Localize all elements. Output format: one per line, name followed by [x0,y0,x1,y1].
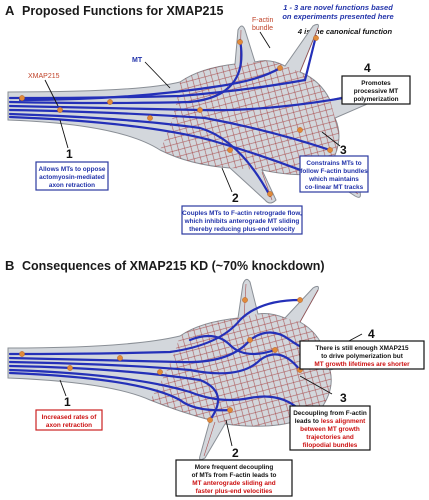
panel-a-item-1-line-1: Allows MTs to oppose [39,166,106,173]
panel-a-number-2: 2 [232,191,239,205]
panel-a-box-1 [35,161,109,191]
panel-b-number-1: 1 [64,395,71,409]
novel-functions-note-1: 1 - 3 are novel functions based [283,3,393,12]
panel-b-item-3-line-4: trajectories and [306,434,354,441]
panel-a-item-4-line-2: processive MT [354,88,398,95]
xmap215-dots-b [19,297,333,423]
panel-a-leader-3 [321,131,341,147]
panel-b-number-4: 4 [368,327,375,341]
panel-b-item-3-leads-to: leads to [295,418,319,425]
panel-a-item-1-line-3: axon retraction [49,182,95,189]
panel-b-item-3-line-1: Decoupling from F-actin [293,410,367,417]
panel-a-leader-2 [221,167,233,193]
panel-b-item-3-line-5: filopodial bundles [303,442,358,449]
panel-b-box-2 [175,459,293,497]
panel-a-item-3-line-4: co-linear MT tracks [305,184,364,191]
mt-leader [144,61,171,89]
panel-a-item-4-line-3: polymerization [353,96,398,103]
panel-b-box-4 [299,340,425,370]
panel-b-item-4-line-1: There is still enough XMAP215 [315,345,408,352]
mt-label: MT [132,57,143,64]
panel-b-number-3: 3 [340,391,347,405]
xmap215-leader [44,79,59,107]
panel-a-leader-1 [59,119,69,149]
canonical-function-note: 4 is the canonical function [297,27,393,36]
panel-b-item-1-line-2: axon retraction [46,422,92,429]
panel-b-number-2: 2 [232,446,239,460]
panel-b-item-4-line-2: to drive polymerization but [321,353,404,360]
panel-a-item-2-line-2: which inhibits anterograde MT sliding [184,218,300,225]
panel-b-item-1-line-1: Increased rates of [42,414,98,421]
panel-b-item-2-line-3: MT anterograde sliding and [192,480,276,487]
panel-b-box-1 [35,409,103,431]
panel-a-number-4: 4 [364,61,371,75]
panel-b-leader-3 [299,375,333,395]
panel-b-item-3-line-3: between MT growth [300,426,360,433]
panel-b-leader-1 [59,379,67,397]
panel-b: B Consequences of XMAP215 KD (~70% knock… [5,258,425,497]
panel-a-item-3-line-2: follow F-actin bundles [300,168,368,175]
panel-a-item-1-line-2: actomyosin-mediated [39,174,105,181]
panel-b-item-2-line-1: More frequent decoupling [195,464,274,471]
panel-a-title: Proposed Functions for XMAP215 [22,4,223,18]
panel-a-item-3-line-1: Constrains MTs to [306,160,361,167]
novel-functions-note-2: on experiments presented here [282,12,393,21]
panel-a-item-2-line-1: Couples MTs to F-actin retrograde flow, [182,210,302,217]
panel-a-item-3-line-3: which maintains [308,176,359,183]
panel-b-item-2-line-4: faster plus-end velocities [196,488,273,495]
xmap215-label: XMAP215 [28,73,60,80]
panel-b-title: Consequences of XMAP215 KD (~70% knockdo… [22,259,325,273]
panel-b-item-3-less-alignment: less alignment [321,418,366,425]
panel-b-leader-2 [225,419,233,447]
panel-a-number-1: 1 [66,147,73,161]
panel-b-item-2-line-2: of MTs from F-actin leads to [192,472,277,479]
panel-b-letter: B [5,258,14,273]
panel-a-letter: A [5,3,15,18]
panel-a-item-2-line-3: thereby reducing plus-end velocity [189,226,295,233]
panel-b-box-3 [289,405,371,451]
panel-a-box-4 [341,75,411,105]
panel-a-box-2 [181,205,303,235]
panel-a: A Proposed Functions for XMAP215 1 - 3 a… [5,3,411,235]
panel-a-number-3: 3 [340,143,347,157]
panel-a-box-3 [299,155,369,193]
panel-b-item-4-line-3: MT growth lifetimes are shorter [314,361,410,368]
microtubules-b [8,298,332,422]
factin-label-1: F-actin [252,17,274,24]
factin-leader [259,31,271,49]
factin-label-2: bundle [252,25,273,32]
panel-a-item-4-line-1: Promotes [361,80,391,87]
